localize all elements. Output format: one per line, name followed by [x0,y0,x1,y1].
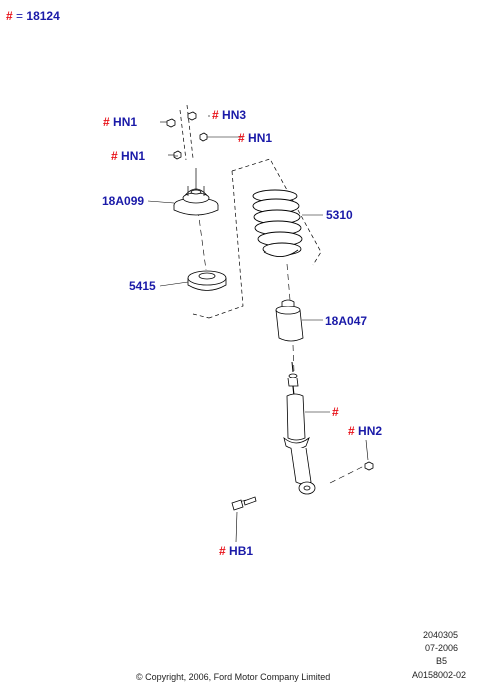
leader-lines [147,115,369,543]
callout-hb1: # HB1 [219,544,253,558]
header-legend: # = 18124 [6,9,60,23]
callout-code: 5415 [129,279,156,293]
callout-hash: # [238,131,245,145]
callout-hn2: # HN2 [348,424,382,438]
callout-code: 18A099 [102,194,145,208]
jounce-bumper [275,299,304,342]
callout-hn1-right: # HN1 [238,131,272,145]
footer-copyright: © Copyright, 2006, Ford Motor Company Li… [136,672,331,682]
footer-illustration-id: A0158002-02 [412,670,467,680]
callout-code: HN1 [248,131,273,145]
callout-code: HN2 [358,424,383,438]
callout-hash: # [219,544,226,558]
callout-code: HN1 [113,115,138,129]
shock-absorber [283,361,316,495]
insulator [187,270,227,291]
header-hash: # [6,9,13,23]
callout-code: HB1 [229,544,254,558]
callout-code: 18A047 [325,314,368,328]
nut-hn2 [364,461,374,471]
callout-hash: # [332,405,339,419]
callout-shock: # [332,405,339,419]
callout-hn3: # HN3 [212,108,246,122]
nut-hn1-a [166,118,176,128]
callout-hn1-lower: # HN1 [111,149,145,163]
header-base-part: 18124 [26,9,60,23]
footer-date: 07-2006 [425,643,459,653]
footer-rev: B5 [436,656,448,666]
top-nuts [160,111,208,160]
nut-hn1-b [199,132,208,142]
callout-5310: 5310 [326,208,353,222]
callout-code: 5310 [326,208,353,222]
nut-hn3 [187,111,197,121]
callout-18a099: 18A099 [102,194,144,208]
callout-code: HN3 [222,108,247,122]
header-equals: = [16,9,24,23]
callout-hash: # [111,149,118,163]
callout-5415: 5415 [129,279,156,293]
bolt-hb1 [231,496,257,511]
callout-code: HN1 [121,149,146,163]
footer-ref: 2040305 [423,630,459,640]
nut-hn1-c [173,150,182,160]
callout-hash: # [103,115,110,129]
coil-spring [252,189,303,257]
callout-18a047: 18A047 [325,314,367,328]
upper-mount [173,168,219,216]
callout-hash: # [348,424,355,438]
callout-hn1-top: # HN1 [103,115,137,129]
callout-hash: # [212,108,219,122]
